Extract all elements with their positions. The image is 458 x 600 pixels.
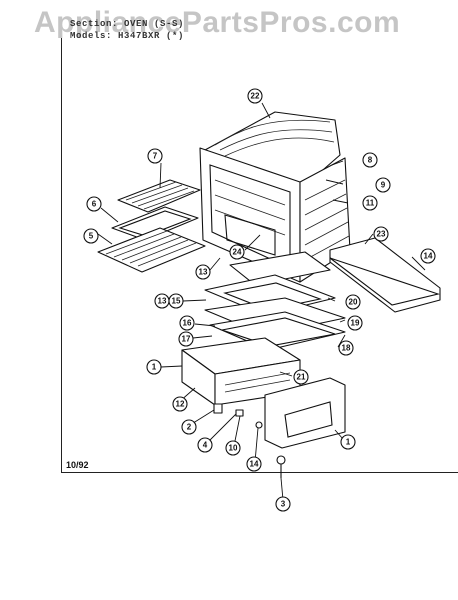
- svg-text:4: 4: [203, 441, 208, 450]
- callout-10: 10: [225, 440, 241, 456]
- callout-8: 8: [362, 152, 378, 168]
- callout-22: 22: [247, 88, 263, 104]
- svg-text:23: 23: [377, 230, 386, 239]
- revision-date: 10/92: [66, 460, 89, 470]
- svg-text:19: 19: [351, 319, 360, 328]
- svg-text:14: 14: [250, 460, 259, 469]
- callout-6: 6: [86, 196, 102, 212]
- callout-3: 3: [275, 496, 291, 512]
- svg-text:6: 6: [92, 200, 97, 209]
- callout-18: 18: [338, 340, 354, 356]
- broil-pan: [111, 206, 199, 241]
- svg-text:5: 5: [89, 232, 94, 241]
- callout-17: 17: [178, 331, 194, 347]
- callout-9: 9: [375, 177, 391, 193]
- callout-13-lower: 13: [154, 293, 170, 309]
- hardware-parts: [213, 403, 286, 478]
- svg-text:10: 10: [229, 444, 238, 453]
- callout-14-lower: 14: [246, 456, 262, 472]
- svg-text:20: 20: [349, 298, 358, 307]
- svg-text:2: 2: [187, 423, 192, 432]
- callout-12: 12: [172, 396, 188, 412]
- svg-text:24: 24: [233, 248, 242, 257]
- svg-text:8: 8: [368, 156, 373, 165]
- svg-text:21: 21: [297, 373, 306, 382]
- callout-7: 7: [147, 148, 163, 164]
- callout-23: 23: [373, 226, 389, 242]
- svg-text:9: 9: [381, 181, 386, 190]
- callout-14-upper: 14: [420, 248, 436, 264]
- callout-15: 15: [168, 293, 184, 309]
- svg-text:7: 7: [153, 152, 158, 161]
- svg-text:12: 12: [176, 400, 185, 409]
- svg-text:18: 18: [342, 344, 351, 353]
- storage-drawer: [181, 337, 301, 406]
- svg-text:13: 13: [199, 268, 208, 277]
- callout-21: 21: [293, 369, 309, 385]
- broil-pan-insert: [117, 179, 201, 213]
- svg-text:22: 22: [251, 92, 260, 101]
- oven-bottom-panel: [204, 297, 346, 351]
- svg-text:17: 17: [182, 335, 191, 344]
- svg-text:16: 16: [183, 319, 192, 328]
- svg-text:1: 1: [346, 438, 351, 447]
- callout-20: 20: [345, 294, 361, 310]
- callout-5: 5: [83, 228, 99, 244]
- callout-1-lower: 1: [340, 434, 356, 450]
- section-header: Section: OVEN (S-S): [70, 19, 185, 29]
- svg-text:15: 15: [172, 297, 181, 306]
- callout-13-upper: 13: [195, 264, 211, 280]
- callout-16: 16: [179, 315, 195, 331]
- oven-body: [199, 111, 351, 283]
- callout-1-upper: 1: [146, 359, 162, 375]
- svg-text:1: 1: [152, 363, 157, 372]
- svg-text:14: 14: [424, 252, 433, 261]
- callout-11: 11: [362, 195, 378, 211]
- svg-text:3: 3: [281, 500, 286, 509]
- callout-19: 19: [347, 315, 363, 331]
- svg-text:11: 11: [366, 199, 375, 208]
- watermark: AppliancePartsPros.com: [34, 6, 401, 39]
- models-header: Models: H347BXR (*): [70, 31, 185, 41]
- svg-text:13: 13: [158, 297, 167, 306]
- callout-4: 4: [197, 437, 213, 453]
- diagram-frame: [61, 38, 458, 473]
- callout-24: 24: [229, 244, 245, 260]
- callout-2: 2: [181, 419, 197, 435]
- oven-rack: [97, 227, 206, 273]
- lower-front-panel: [264, 377, 346, 449]
